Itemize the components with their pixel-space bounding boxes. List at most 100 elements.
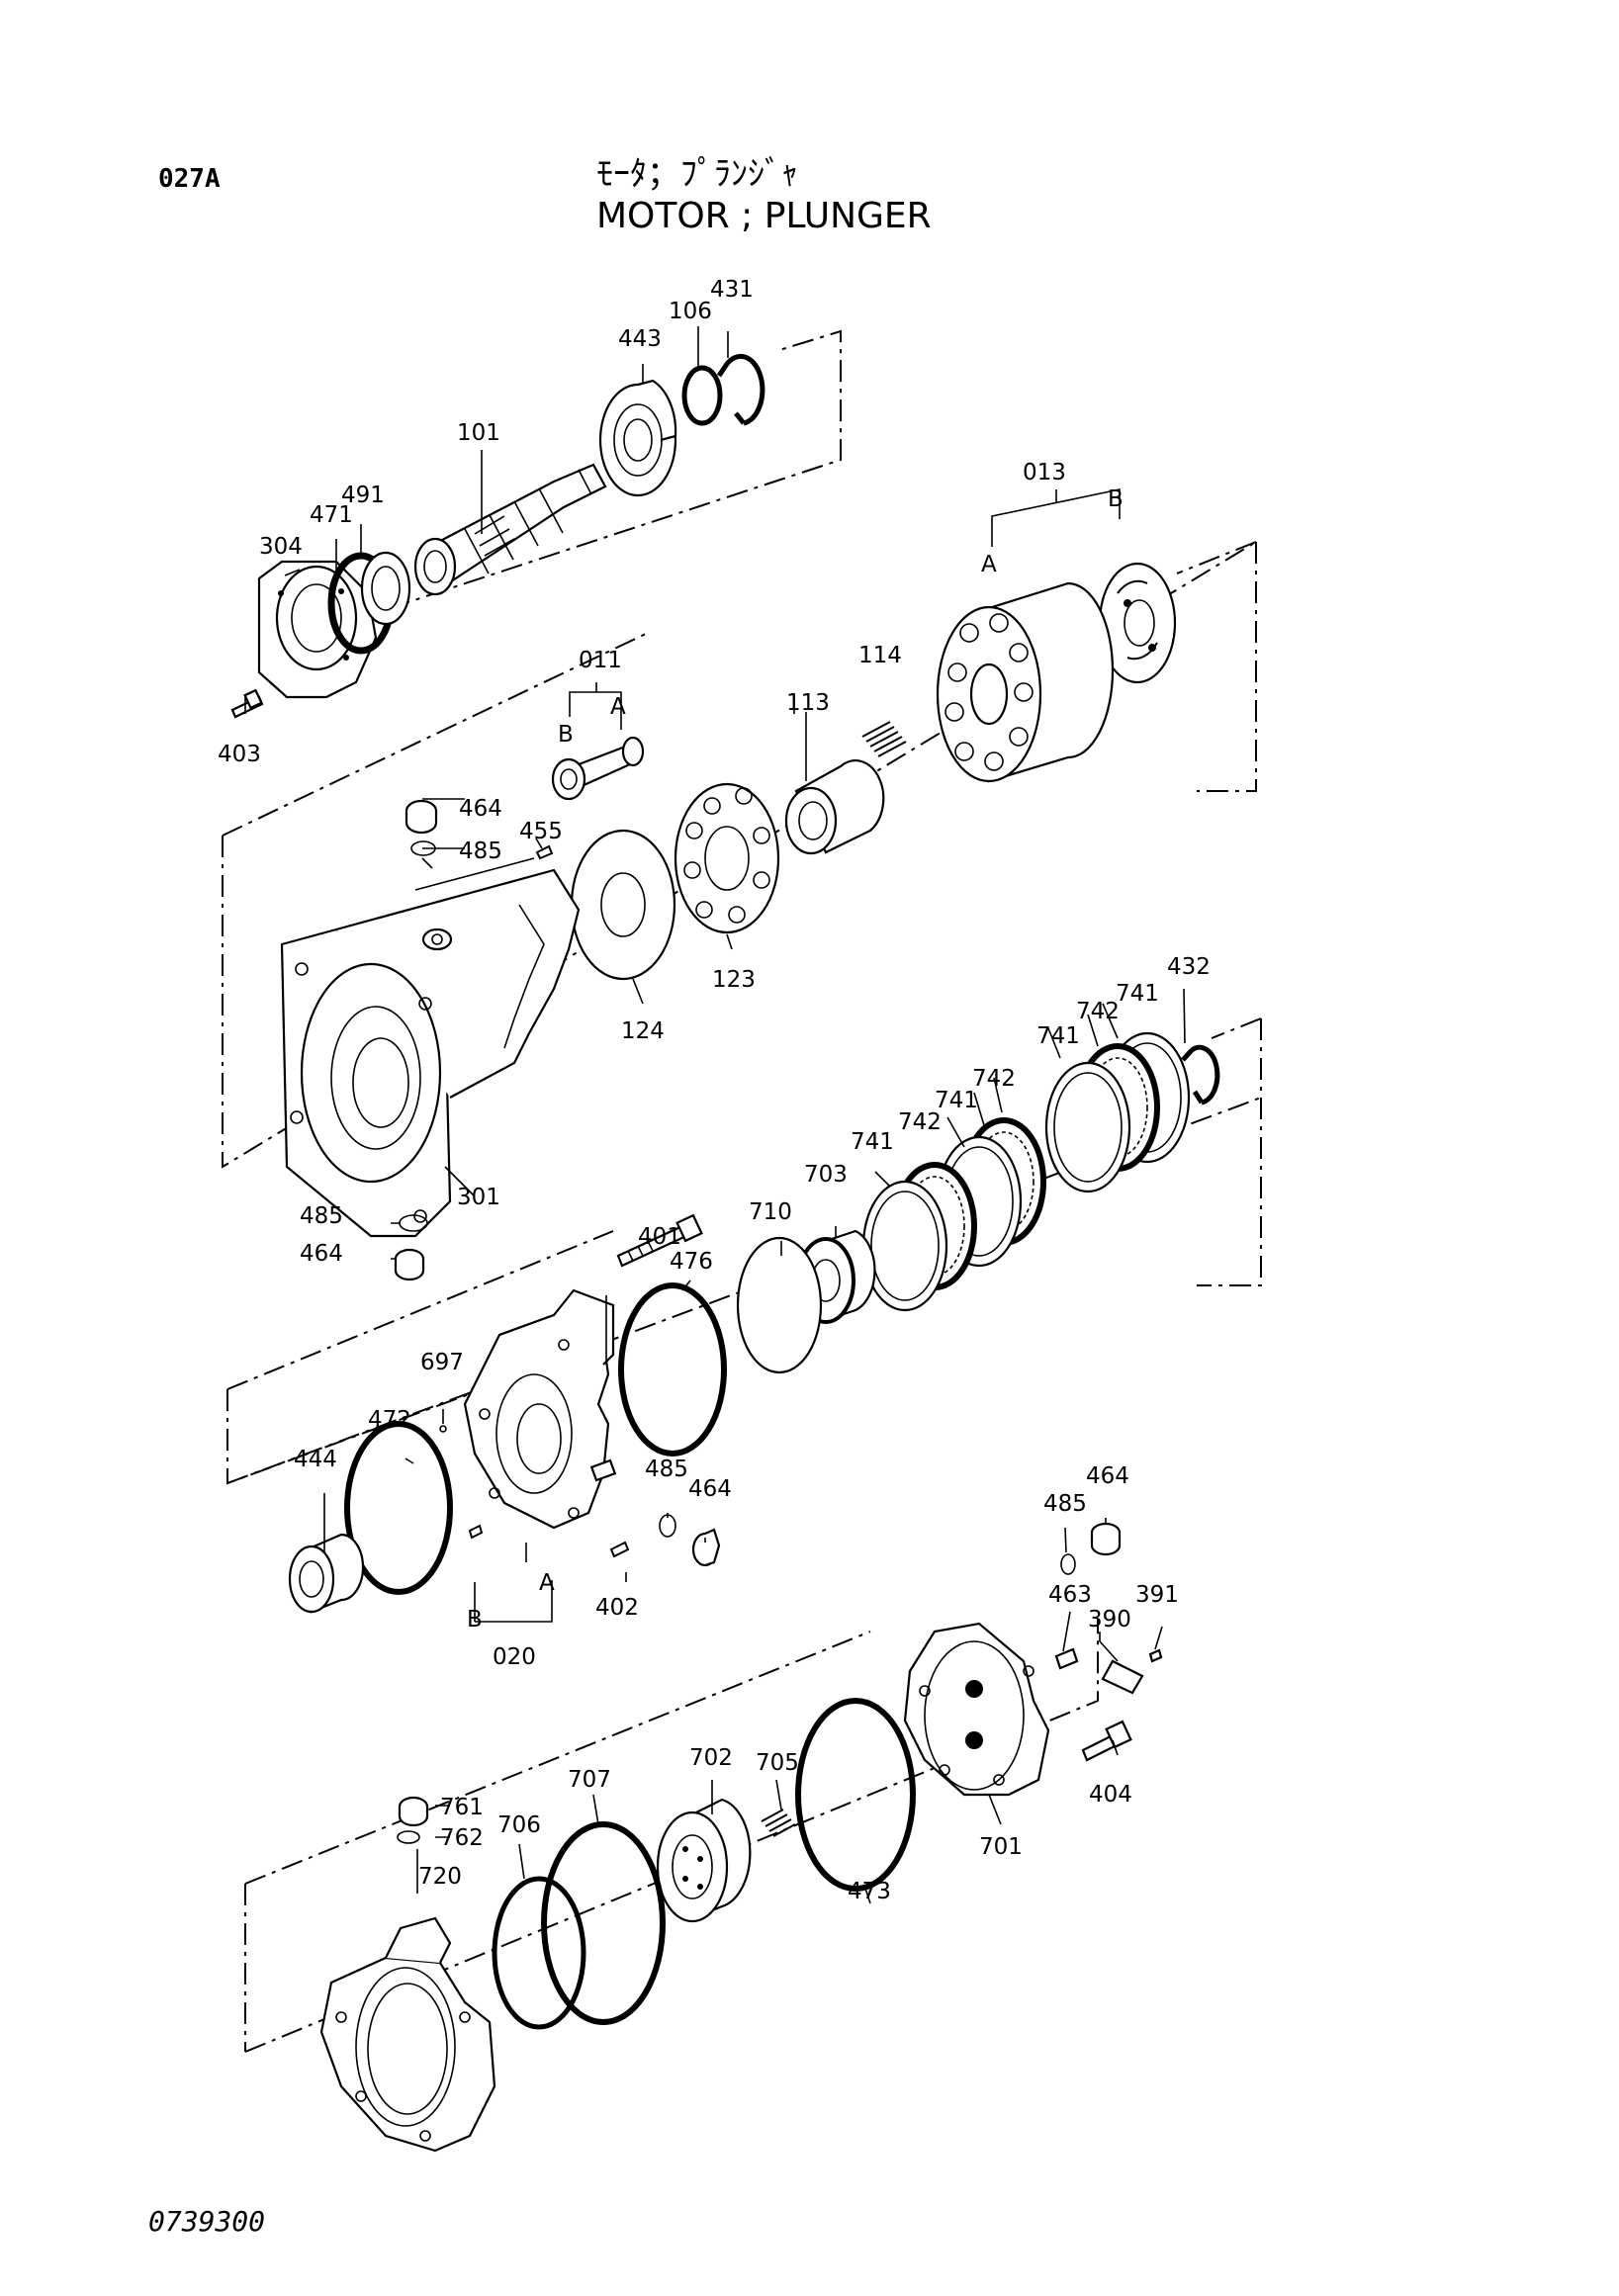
callout-391: 391 xyxy=(1135,1582,1179,1608)
part-476-o-ring xyxy=(618,1282,727,1457)
callout-741d: 741 xyxy=(851,1129,894,1155)
callout-741c: 741 xyxy=(935,1088,978,1113)
part-304-flange xyxy=(257,560,378,699)
callout-401: 401 xyxy=(638,1224,681,1250)
callout-703: 703 xyxy=(804,1162,848,1188)
callout-443: 443 xyxy=(618,326,662,352)
part-020-valve-casing xyxy=(463,1288,617,1530)
part-403-bolt xyxy=(230,688,264,719)
part-706-o-ring xyxy=(492,1876,586,2030)
part-013A-cylinder-block xyxy=(936,581,1115,783)
callout-404: 404 xyxy=(1089,1782,1132,1808)
part-011-piston xyxy=(551,736,645,801)
callout-464c: 464 xyxy=(688,1476,732,1502)
part-710-ring xyxy=(736,1236,823,1374)
part-702-brake-piston xyxy=(656,1798,752,1923)
part-491-spacer xyxy=(360,551,411,626)
part-485-o-ring-side xyxy=(659,1514,676,1538)
callout-701: 701 xyxy=(979,1834,1023,1860)
callout-114: 114 xyxy=(858,643,902,668)
part-013B-valve-plate xyxy=(1098,562,1177,684)
callout-742a: 742 xyxy=(1076,999,1120,1024)
callout-464a: 464 xyxy=(459,796,502,822)
callout-707: 707 xyxy=(568,1767,611,1793)
part-473-o-ring xyxy=(795,1698,916,1892)
callout-403: 403 xyxy=(218,742,261,767)
part-113-bushing xyxy=(784,759,885,855)
callout-013: 013 xyxy=(1023,460,1066,486)
group-shaft-assembly xyxy=(230,326,842,719)
callout-485d: 485 xyxy=(1043,1491,1087,1517)
part-443-bearing xyxy=(598,379,677,497)
callout-101: 101 xyxy=(457,420,500,446)
part-123-retainer-plate xyxy=(674,782,780,934)
callout-741a: 741 xyxy=(1116,981,1159,1007)
part-114-spring xyxy=(861,721,907,757)
title-english: MOTOR ; PLUNGER xyxy=(596,196,932,236)
callout-124: 124 xyxy=(621,1018,665,1044)
figure-code: 027A xyxy=(158,164,221,194)
callout-432: 432 xyxy=(1167,954,1211,980)
callout-123: 123 xyxy=(712,967,756,993)
part-431-snap-ring xyxy=(716,353,765,426)
callout-455: 455 xyxy=(519,819,563,844)
group-brake-valve xyxy=(226,988,1262,1623)
part-720-housing xyxy=(319,1916,496,2153)
part-432-snap-ring xyxy=(1181,1044,1220,1105)
callout-464b: 464 xyxy=(300,1241,343,1267)
part-464-plug-top xyxy=(405,799,438,835)
callout-491: 491 xyxy=(341,483,385,508)
part-463-plug xyxy=(1054,1647,1079,1670)
callout-472: 472 xyxy=(368,1407,411,1433)
part-762-o-ring xyxy=(397,1830,420,1844)
part-444-bearing xyxy=(288,1533,365,1614)
callout-697: 697 xyxy=(420,1350,464,1375)
part-124-swash-plate xyxy=(570,829,676,981)
part-761-plug xyxy=(398,1796,429,1827)
callout-485c: 485 xyxy=(645,1457,688,1482)
part-391-rivet xyxy=(1148,1648,1163,1663)
callout-301: 301 xyxy=(457,1185,500,1210)
part-741-friction-plate-c xyxy=(1044,1061,1131,1193)
callout-020B: B xyxy=(467,1607,483,1633)
callout-labels: 431106443101491471304403013BA011BA114113… xyxy=(218,277,1211,1904)
callout-485b: 485 xyxy=(300,1203,343,1229)
part-455-pin xyxy=(535,844,554,860)
callout-742b: 742 xyxy=(972,1066,1016,1092)
part-404-bolt xyxy=(1081,1720,1132,1762)
callout-011A: A xyxy=(610,694,626,720)
part-707-o-ring xyxy=(541,1821,666,2025)
callout-476: 476 xyxy=(670,1249,713,1275)
callout-742c: 742 xyxy=(898,1109,942,1135)
drawing-number: 0739300 xyxy=(148,2205,266,2238)
callout-473: 473 xyxy=(848,1879,891,1904)
callout-011B: B xyxy=(558,722,574,748)
part-741-friction-plate-a xyxy=(861,1180,948,1312)
callout-304: 304 xyxy=(259,534,303,560)
title-japanese: ﾓｰﾀ；ﾌﾟﾗﾝｼﾞｬ xyxy=(596,154,798,194)
part-701-cover xyxy=(903,1622,1050,1797)
callout-444: 444 xyxy=(294,1447,337,1472)
callout-485a: 485 xyxy=(459,839,502,864)
part-106-ring xyxy=(681,365,723,426)
callout-464d: 464 xyxy=(1086,1463,1129,1489)
part-464-plug-cover xyxy=(1090,1522,1122,1556)
callout-720: 720 xyxy=(418,1864,462,1890)
callout-471: 471 xyxy=(310,502,353,528)
callout-020A: A xyxy=(539,1570,555,1596)
callout-390: 390 xyxy=(1088,1607,1131,1633)
part-390-nameplate xyxy=(1101,1659,1144,1695)
part-101-shaft xyxy=(413,463,607,596)
part-485-o-ring-cover xyxy=(1060,1553,1076,1575)
part-697-plug xyxy=(439,1425,447,1433)
callout-013A: A xyxy=(981,552,997,577)
group-cylinder-casing xyxy=(222,488,1257,1281)
callout-013B: B xyxy=(1108,486,1124,512)
callout-705: 705 xyxy=(756,1750,799,1776)
callout-710: 710 xyxy=(749,1199,792,1225)
callout-762: 762 xyxy=(440,1825,484,1851)
part-472-o-ring xyxy=(344,1421,453,1595)
callout-741b: 741 xyxy=(1036,1023,1080,1049)
group-cover xyxy=(244,1518,1163,2153)
